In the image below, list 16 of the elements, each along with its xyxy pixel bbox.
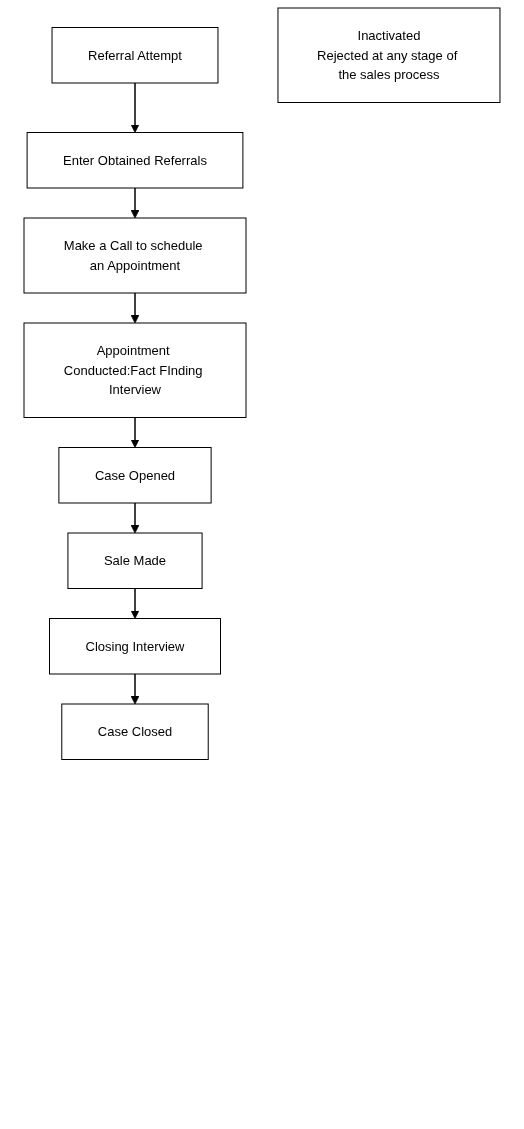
node-box: Make a Call to schedule an Appointment bbox=[23, 217, 247, 294]
node-box: Case Closed bbox=[61, 703, 209, 760]
arrow bbox=[130, 187, 140, 219]
node-box: Referral Attempt bbox=[51, 27, 219, 84]
arrow bbox=[130, 416, 140, 448]
node-box: Appointment Conducted:Fact FInding Interview bbox=[23, 322, 247, 418]
node-box: Inactivated Rejected at any stage of the sales process bbox=[277, 7, 501, 103]
arrow bbox=[130, 502, 140, 534]
node-box: Closing Interview bbox=[49, 618, 221, 675]
arrow bbox=[130, 292, 140, 324]
arrow bbox=[130, 587, 140, 619]
node-box: Case Opened bbox=[58, 447, 212, 504]
arrow bbox=[130, 82, 140, 133]
arrow bbox=[130, 673, 140, 705]
node-box: Sale Made bbox=[67, 532, 203, 589]
node-box: Enter Obtained Referrals bbox=[26, 132, 244, 189]
